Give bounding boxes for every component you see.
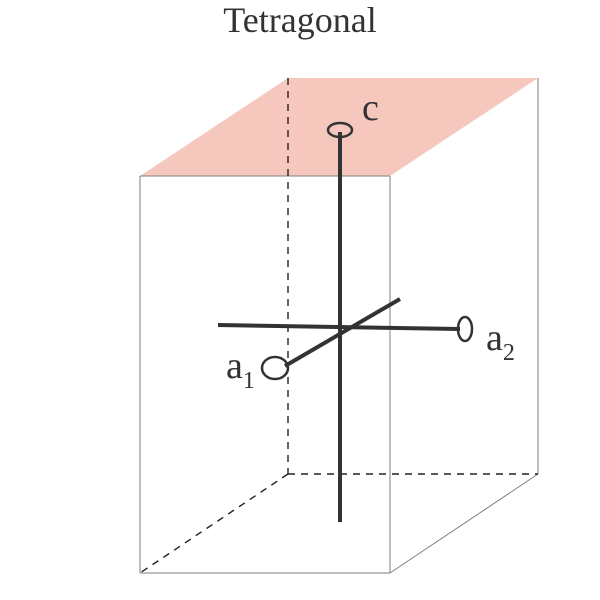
top-face <box>140 78 538 176</box>
a2-axis-label-subscript: 2 <box>503 340 515 366</box>
front-face-edges <box>139 175 391 574</box>
c-axis-label: c <box>362 87 379 129</box>
a1-axis-label-main: a <box>226 345 243 387</box>
a2-axis-label: a2 <box>486 317 515 366</box>
hidden-edges <box>139 78 538 574</box>
a2-axis-end-marker <box>456 315 474 343</box>
a1-axis-label: a1 <box>226 345 255 394</box>
a1-axis-label-subscript: 1 <box>243 368 255 394</box>
c-axis-end-marker <box>326 121 354 139</box>
a2-axis-label-main: a <box>486 317 503 359</box>
a1-axis <box>283 297 402 368</box>
side-face-edges <box>389 78 539 574</box>
diagram-title: Tetragonal <box>223 0 377 40</box>
a1-axis-end-marker <box>260 355 290 381</box>
a2-axis <box>217 323 461 331</box>
